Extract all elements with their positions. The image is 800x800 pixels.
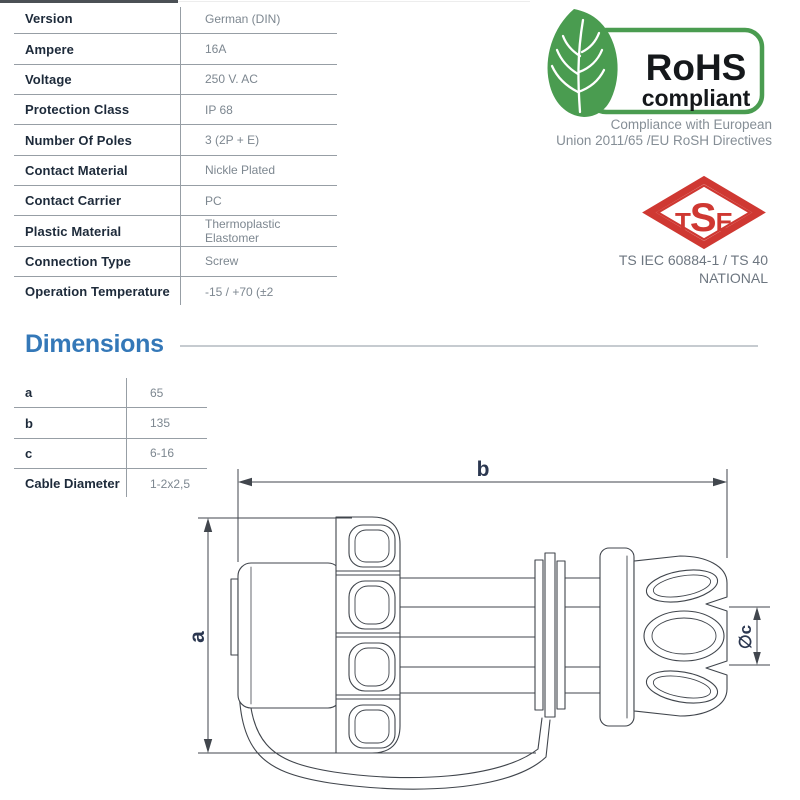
leaf-veins [550,18,606,114]
rohs-logo: RoHS compliant [547,9,765,117]
rohs-note-line1: Compliance with European [610,117,772,132]
tse-diamond-inner [655,184,753,241]
spec-label: Operation Temperature [25,284,170,300]
tse-letter-t: T [675,207,691,237]
spec-label: Ampere [25,41,75,57]
coupling-ring [335,516,401,754]
table-row: Version German (DIN) [14,4,337,35]
table-row: Plastic Material Thermoplastic Elastomer [14,216,337,247]
dim-value: 1-2x2,5 [150,476,191,491]
tse-note-line1: TS IEC 60884-1 / TS 40 [618,252,768,268]
dimension-arrows [203,477,761,753]
flange-plates [534,552,566,718]
table-row: Protection Class IP 68 [14,95,337,126]
spec-label: Number Of Poles [25,132,132,148]
dim-label: c [25,445,33,461]
spec-label: Connection Type [25,253,131,269]
spec-value: Nickle Plated [205,163,276,178]
spec-table: Version German (DIN) Ampere 16A Voltage … [14,4,337,306]
rohs-subtitle: compliant [642,85,751,111]
spec-label: Protection Class [25,102,130,118]
spec-label: Voltage [25,71,72,87]
table-row: Connection Type Screw [14,247,337,278]
connector-technical-drawing: b a ∅c [186,458,770,790]
rohs-note: Compliance with European Union 2011/65 /… [540,117,772,149]
dim-value: 135 [150,416,171,431]
table-row: Cable Diameter 1-2x2,5 [14,469,207,498]
dimensions-rule [180,345,758,347]
table-row: b 135 [14,408,207,439]
dim-label-a: a [186,631,209,643]
rohs-title: RoHS [646,47,747,88]
tse-letter-e: E [716,207,733,237]
dim-label: Cable Diameter [25,476,120,492]
gland-flange [599,547,635,727]
leaf-icon [547,9,618,117]
spec-label: Contact Carrier [25,193,122,209]
table-row: Contact Material Nickle Plated [14,156,337,187]
plug-body [230,562,342,709]
spec-value: Screw [205,254,239,269]
rear-shaft [564,577,601,694]
table-row: Operation Temperature -15 / +70 (±2 [14,277,337,306]
spec-label: Contact Material [25,162,128,178]
table-row: Ampere 16A [14,34,337,65]
cable-loop [238,663,551,790]
dim-label: b [25,415,33,431]
spec-value: 3 (2P + E) [205,133,260,148]
spec-value: Thermoplastic Elastomer [205,217,281,246]
spec-value: IP 68 [205,102,233,117]
table-row: c 6-16 [14,439,207,470]
tse-diamond-outer [642,175,766,250]
gland-nut [633,555,728,717]
tse-note: TS IEC 60884-1 / TS 40 NATIONAL [560,252,768,287]
table-row: Voltage 250 V. AC [14,65,337,96]
tse-note-line2: NATIONAL [699,269,768,286]
dimensions-table: a 65 b 135 c 6-16 Cable Diameter 1-2x2,5 [14,378,207,499]
tse-monogram: TSE [675,196,733,240]
dim-value: 65 [150,385,164,400]
table-row: Number Of Poles 3 (2P + E) [14,125,337,156]
spec-value: 250 V. AC [205,72,258,87]
dim-value: 6-16 [150,446,175,461]
dim-label: a [25,385,33,401]
dim-label-c: ∅c [736,625,755,649]
spec-value: 16A [205,42,227,57]
spec-label: Plastic Material [25,223,122,239]
table-top-border-light [178,1,530,2]
table-top-border [0,0,178,3]
spec-label: Version [25,11,73,27]
table-row: Contact Carrier PC [14,186,337,217]
tse-letter-s: S [690,196,717,240]
dimension-lines [198,469,770,754]
spec-value: PC [205,193,222,208]
spec-value: -15 / +70 (±2 [205,284,274,299]
rohs-note-line2: Union 2011/65 /EU RoSH Directives [556,133,772,148]
dimensions-heading: Dimensions [25,330,164,358]
spec-value: German (DIN) [205,11,281,26]
table-row: a 65 [14,378,207,409]
dim-label-b: b [477,458,490,481]
tse-logo: TSE [642,175,766,250]
center-shaft [399,577,538,694]
